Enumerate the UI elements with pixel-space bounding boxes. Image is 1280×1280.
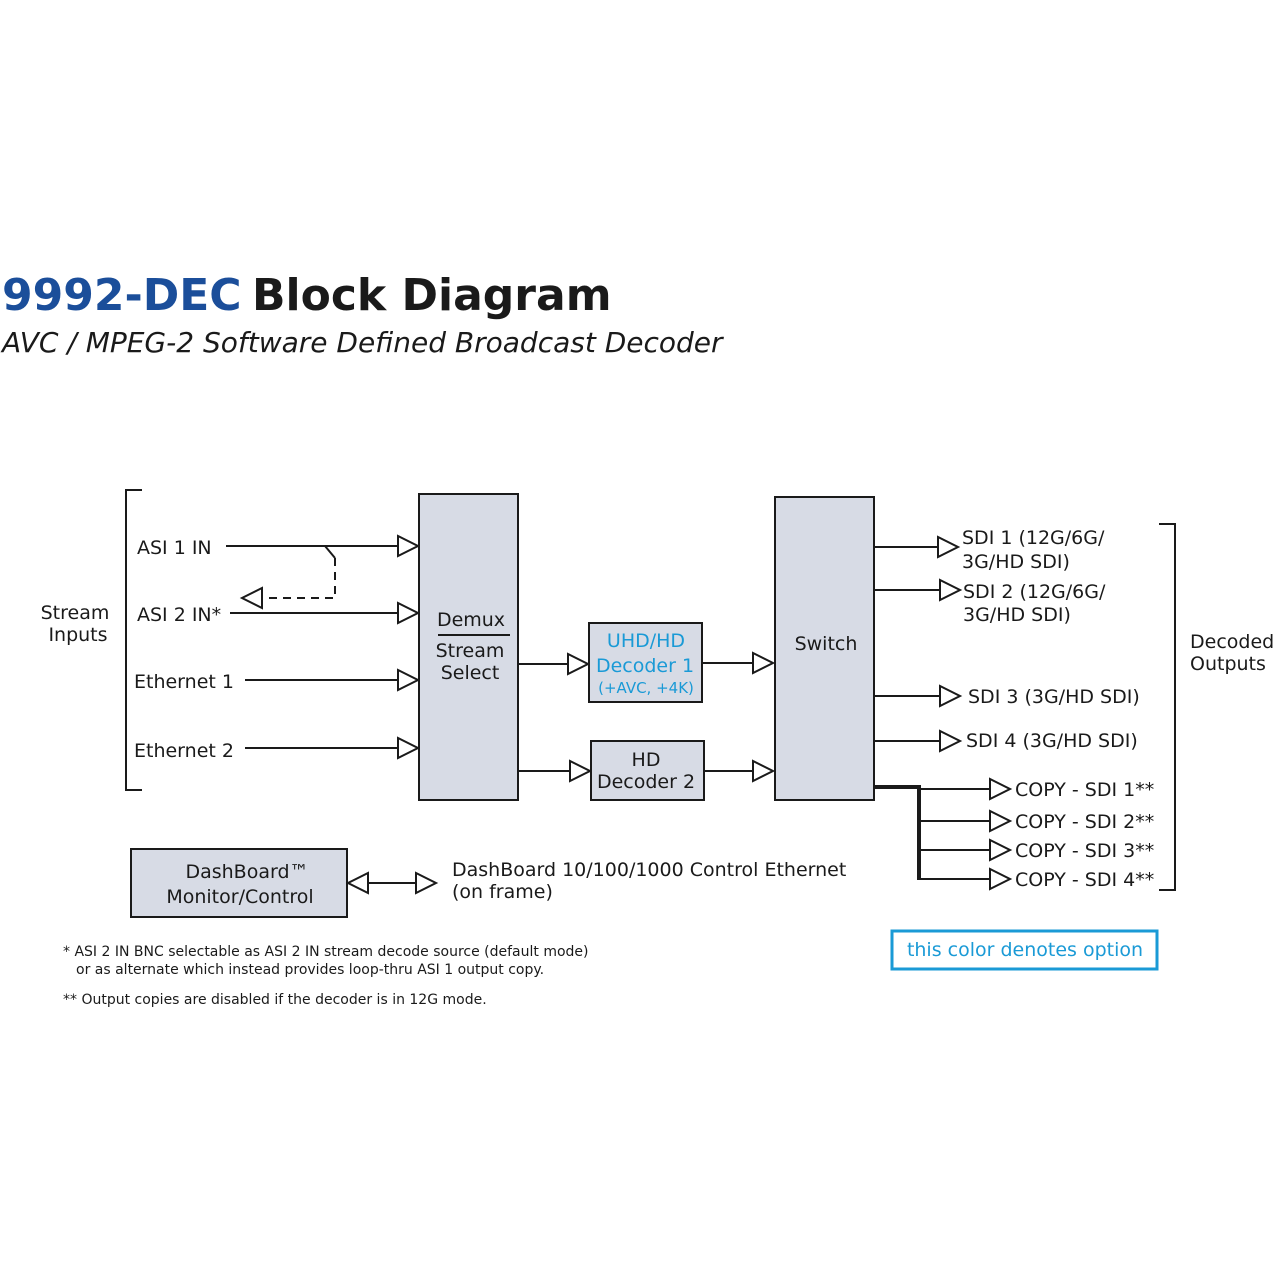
- decoder1-label-1: UHD/HD: [607, 630, 685, 652]
- decoder2-label-1: HD: [632, 749, 661, 771]
- input-asi2-label: ASI 2 IN*: [137, 604, 221, 626]
- legend-box: [890, 929, 1159, 971]
- demux-to-decoder1-arrowhead: [567, 652, 591, 676]
- copy3-label: COPY - SDI 3**: [1015, 840, 1154, 862]
- control-ethernet-label-2: (on frame): [452, 881, 553, 903]
- sdi4-label: SDI 4 (3G/HD SDI): [966, 730, 1138, 752]
- sdi2-label-2: 3G/HD SDI): [963, 604, 1071, 626]
- input-asi1-label: ASI 1 IN: [137, 537, 212, 559]
- inputs-group-label-1: Stream: [41, 602, 110, 624]
- dashboard-label-2: Monitor/Control: [166, 886, 313, 908]
- inputs-bracket: [125, 489, 142, 791]
- sdi4-arrowhead: [939, 729, 963, 753]
- sdi1-arrowhead: [937, 535, 961, 559]
- footnote-1-line-2: or as alternate which instead provides l…: [76, 962, 544, 978]
- decoder2-block: [590, 740, 705, 801]
- loop-thru-arrowhead: [239, 586, 263, 610]
- copy2-label: COPY - SDI 2**: [1015, 811, 1154, 833]
- copy4-label: COPY - SDI 4**: [1015, 869, 1154, 891]
- control-ethernet-label-1: DashBoard 10/100/1000 Control Ethernet: [452, 859, 846, 881]
- decoder2-label-2: Decoder 2: [597, 771, 695, 793]
- copy1-label: COPY - SDI 1**: [1015, 779, 1154, 801]
- switch-label: Switch: [795, 633, 858, 655]
- decoder2-to-switch-arrowhead: [752, 759, 776, 783]
- ethernet2-arrowhead: [397, 736, 421, 760]
- copy2-arrowhead: [989, 809, 1013, 833]
- decoder1-label-3: (+AVC, +4K): [598, 679, 694, 697]
- sdi3-label: SDI 3 (3G/HD SDI): [968, 686, 1140, 708]
- copy-trunk: [875, 785, 921, 880]
- sdi2-label-1: SDI 2 (12G/6G/: [963, 581, 1106, 603]
- decoder1-label-2: Decoder 1: [596, 655, 694, 677]
- footnote-2: ** Output copies are disabled if the dec…: [63, 992, 487, 1008]
- loop-thru-tap: [324, 545, 336, 559]
- sdi3-arrowhead: [939, 684, 963, 708]
- input-ethernet2-label: Ethernet 2: [134, 740, 234, 762]
- decoder1-block: [588, 622, 703, 703]
- outputs-bracket: [1159, 523, 1176, 891]
- outputs-group-label-2: Outputs: [1190, 653, 1266, 675]
- copy3-arrowhead: [989, 838, 1013, 862]
- title-model: 9992-DEC: [2, 270, 242, 321]
- decoder1-to-switch-arrowhead: [752, 651, 776, 675]
- asi1-arrowhead: [397, 534, 421, 558]
- sdi1-label-2: 3G/HD SDI): [962, 551, 1070, 573]
- stream-label: Stream: [436, 640, 505, 662]
- demux-label: Demux: [437, 609, 505, 631]
- asi2-arrowhead: [397, 601, 421, 625]
- sdi1-label-1: SDI 1 (12G/6G/: [962, 527, 1105, 549]
- switch-block: [774, 496, 875, 801]
- loop-thru-dashed-line: [262, 558, 336, 599]
- demux-to-decoder2-arrowhead: [569, 759, 593, 783]
- inputs-group-label-2: Inputs: [48, 624, 107, 646]
- select-label: Select: [441, 662, 500, 684]
- title-block-diagram: Block Diagram: [252, 270, 612, 321]
- dashboard-label-1: DashBoard™: [185, 861, 308, 883]
- demux-block: [418, 493, 519, 801]
- subtitle: AVC / MPEG-2 Software Defined Broadcast …: [0, 326, 724, 359]
- ethernet1-arrowhead: [397, 668, 421, 692]
- control-arrowhead-right: [415, 871, 439, 895]
- copy1-arrowhead: [989, 777, 1013, 801]
- copy4-arrowhead: [989, 867, 1013, 891]
- control-arrowhead-left: [345, 871, 369, 895]
- legend-text: this color denotes option: [907, 939, 1143, 961]
- input-ethernet1-label: Ethernet 1: [134, 671, 234, 693]
- outputs-group-label-1: Decoded: [1190, 631, 1274, 653]
- sdi2-arrowhead: [939, 578, 963, 602]
- footnote-1-line-1: * ASI 2 IN BNC selectable as ASI 2 IN st…: [63, 944, 589, 960]
